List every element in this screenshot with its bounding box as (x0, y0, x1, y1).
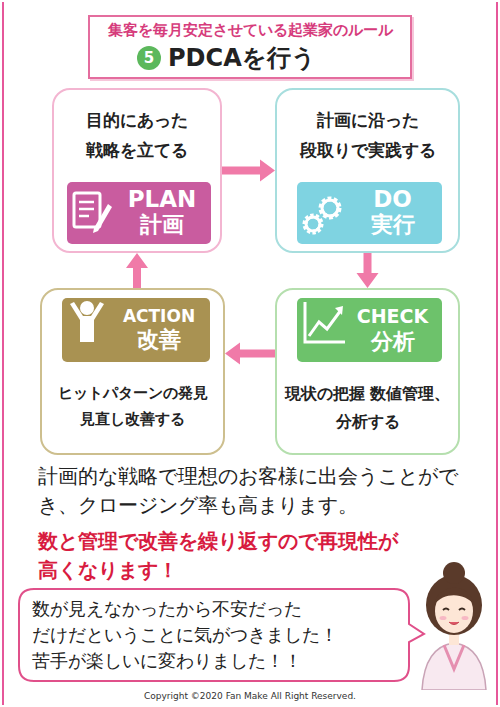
phase-name: PLAN (128, 187, 197, 212)
phase-name: ACTION (123, 306, 195, 326)
phase-box: PLAN計画 (67, 182, 211, 244)
cheek (440, 616, 447, 620)
flow-arrow (126, 253, 148, 288)
person-head (80, 301, 94, 315)
step-box: ヒットパターンの発見 見直し改善する ACTION改善 (40, 288, 225, 455)
copyright: Copyright ©2020 Fan Make All Right Reser… (0, 691, 500, 702)
step-description: ヒットパターンの発見 見直し改善する (42, 380, 223, 433)
bubble-text: 数が見えなかったから不安だった だけだということに気がつきました！ 苦手が楽しい… (32, 596, 398, 674)
plan-icon (70, 190, 112, 236)
mouth (449, 622, 459, 625)
check-icon (301, 298, 347, 348)
highlight-text: 数と管理で改善を繰り返すので再現性が高くなります！ (38, 527, 416, 585)
document-line (79, 201, 94, 204)
body-text: 計画的な戦略で理想のお客様に出会うことができ、クロージング率も高まります。 (38, 462, 470, 520)
step-box: 計画に沿った 段取りで実践する DO実行 (275, 88, 460, 253)
phase-box: DO実行 (297, 182, 442, 244)
phase-label: 分析 (371, 328, 415, 356)
bubble-shape (19, 589, 424, 681)
step-box: 現状の把握 数値管理、分析する CHECK分析 (275, 288, 460, 455)
speech-bubble: 数が見えなかったから不安だった だけだということに気がつきました！ 苦手が楽しい… (18, 588, 410, 682)
phase-label: 計画 (140, 212, 184, 238)
rule-number: 5 (137, 46, 161, 70)
action-icon (66, 298, 108, 348)
woman-illustration (410, 555, 498, 690)
document-line (79, 208, 94, 211)
flow-arrow (222, 160, 275, 182)
phase-label: 改善 (137, 326, 181, 354)
phase-box: CHECK分析 (297, 298, 442, 362)
flow-arrow (225, 343, 275, 365)
document-line (79, 215, 89, 218)
bangs (434, 588, 474, 605)
kimono (422, 643, 486, 690)
step-description: 現状の把握 数値管理、分析する (277, 380, 458, 436)
kimono-collar (444, 645, 464, 669)
step-description: 計画に沿った 段取りで実践する (277, 106, 458, 166)
phase-name: DO (373, 187, 412, 212)
do-icon (300, 194, 346, 238)
eye (443, 609, 449, 611)
phase-label: 実行 (371, 212, 415, 238)
eye (459, 609, 465, 611)
phase-name: CHECK (357, 305, 429, 328)
title: PDCAを行う (168, 44, 398, 73)
subtitle: 集客を毎月安定させている起業家のルール (90, 21, 410, 41)
flow-arrow (357, 253, 379, 288)
hair-bun (443, 562, 465, 584)
step-description: 目的にあった 戦略を立てる (54, 106, 220, 166)
cheek (462, 616, 469, 620)
